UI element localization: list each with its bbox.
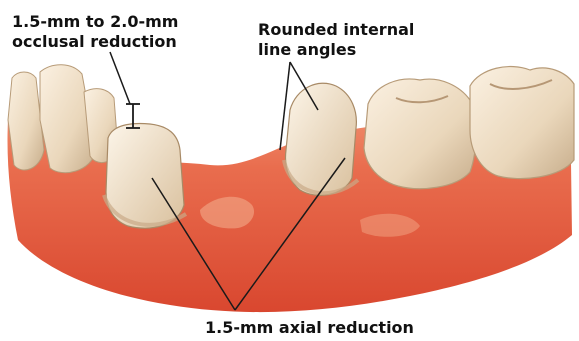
occlusal-label-line2: occlusal reduction <box>12 32 178 52</box>
rounded-label-line2: line angles <box>258 40 414 60</box>
rounded-label-line1: Rounded internal <box>258 20 414 40</box>
occlusal-label-line1: 1.5-mm to 2.0-mm <box>12 12 178 32</box>
rounded-angles-label: Rounded internal line angles <box>258 20 414 60</box>
tooth <box>8 72 44 170</box>
molar <box>470 67 574 179</box>
molar <box>364 79 476 189</box>
axial-reduction-label: 1.5-mm axial reduction <box>205 318 414 338</box>
occlusal-reduction-label: 1.5-mm to 2.0-mm occlusal reduction <box>12 12 178 52</box>
prepared-tooth-right <box>286 83 357 195</box>
